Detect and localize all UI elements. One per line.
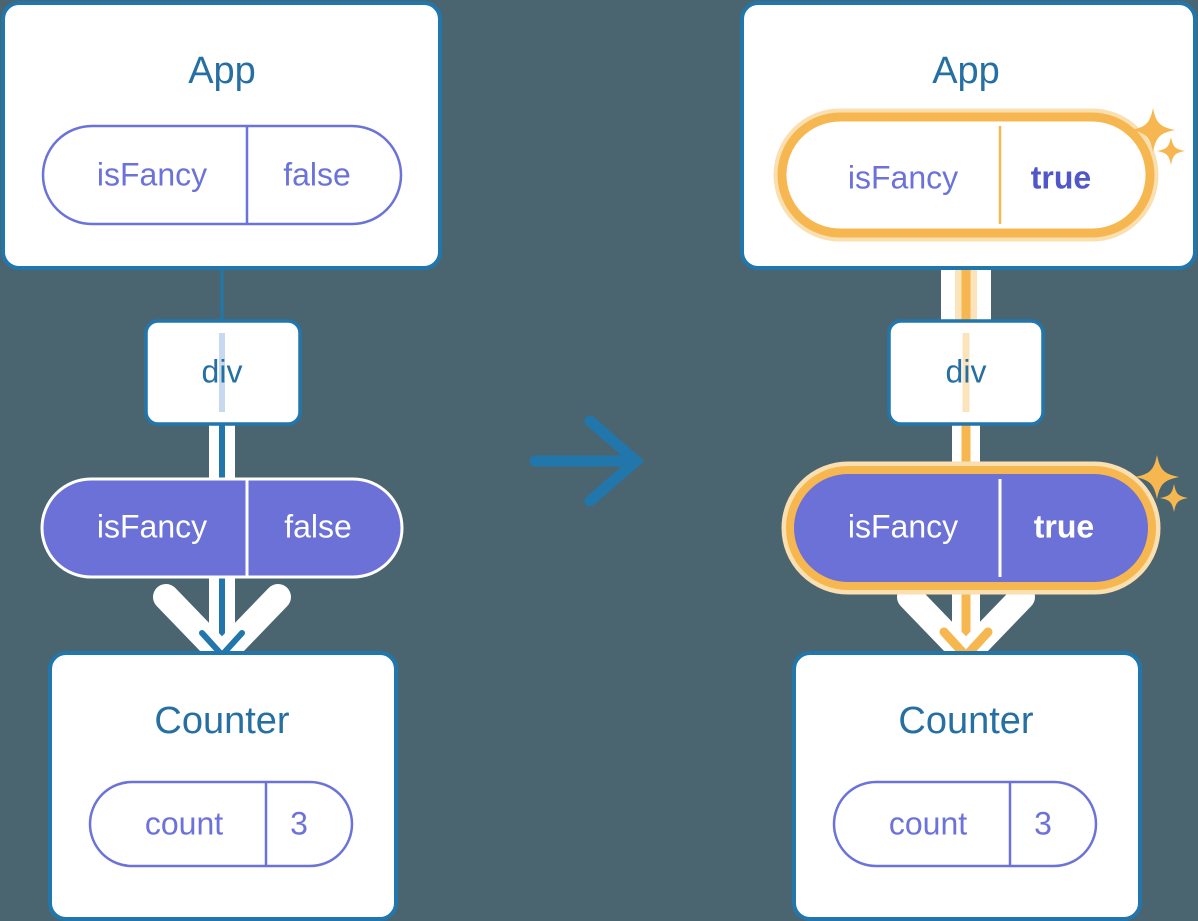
right-app-state-pill[interactable]: isFancy true <box>773 108 1159 242</box>
left-prop-pill-value: false <box>284 508 352 544</box>
transition-arrow-right-icon <box>529 415 645 507</box>
left-app-state-pill-value: false <box>283 156 351 192</box>
right-app-state-pill-value: true <box>1031 159 1091 195</box>
sparkle-bottom-large-icon <box>1135 455 1179 499</box>
right-prop-pill-ring <box>786 466 1156 590</box>
left-prop-pill-key: isFancy <box>97 508 207 544</box>
left-app-state-pill-key: isFancy <box>97 156 207 192</box>
left-counter-state-pill-key: count <box>145 805 223 841</box>
right-app-card[interactable]: App isFancy true <box>740 1 1197 270</box>
left-app-card-title: App <box>188 50 256 92</box>
sparkle-top-small-icon <box>1157 137 1185 165</box>
right-counter-card-title: Counter <box>898 700 1034 742</box>
right-app-card-title: App <box>932 50 1000 92</box>
right-app-state-pill-key: isFancy <box>848 159 958 195</box>
right-div-node-label: div <box>946 353 987 389</box>
right-wire-casing2-app-to-div <box>977 262 991 326</box>
right-panel: App isFancy true div <box>740 1 1197 921</box>
right-div-node[interactable]: div <box>887 319 1045 426</box>
right-prop-pill-value: true <box>1034 508 1094 544</box>
sparkle-bottom-small-icon <box>1160 484 1188 512</box>
left-counter-state-pill[interactable]: count 3 <box>88 780 354 868</box>
right-prop-pill-key: isFancy <box>848 508 958 544</box>
right-prop-pill[interactable]: isFancy true <box>781 461 1161 595</box>
left-div-node-label: div <box>202 353 243 389</box>
right-wire-casing-app-to-div <box>941 262 955 326</box>
right-counter-state-pill-value: 3 <box>1034 805 1052 841</box>
left-app-card[interactable]: App isFancy false <box>1 1 442 270</box>
left-counter-card-title: Counter <box>154 700 290 742</box>
left-div-node[interactable]: div <box>144 319 302 426</box>
left-panel: App isFancy false div isFanc <box>1 1 442 921</box>
left-app-state-pill[interactable]: isFancy false <box>41 124 403 226</box>
right-app-state-pill-ring <box>777 112 1155 238</box>
right-counter-state-pill[interactable]: count 3 <box>832 780 1098 868</box>
left-counter-card[interactable]: Counter count 3 <box>48 651 398 921</box>
right-counter-state-pill-body <box>832 780 1098 868</box>
right-counter-card[interactable]: Counter count 3 <box>792 651 1142 921</box>
left-counter-state-pill-body <box>88 780 354 868</box>
right-counter-state-pill-key: count <box>889 805 967 841</box>
left-prop-pill[interactable]: isFancy false <box>40 477 404 579</box>
left-counter-state-pill-value: 3 <box>290 805 308 841</box>
left-prop-pill-body <box>40 477 404 579</box>
sparkle-top-large-icon <box>1131 108 1175 152</box>
left-app-state-pill-body <box>41 124 403 226</box>
